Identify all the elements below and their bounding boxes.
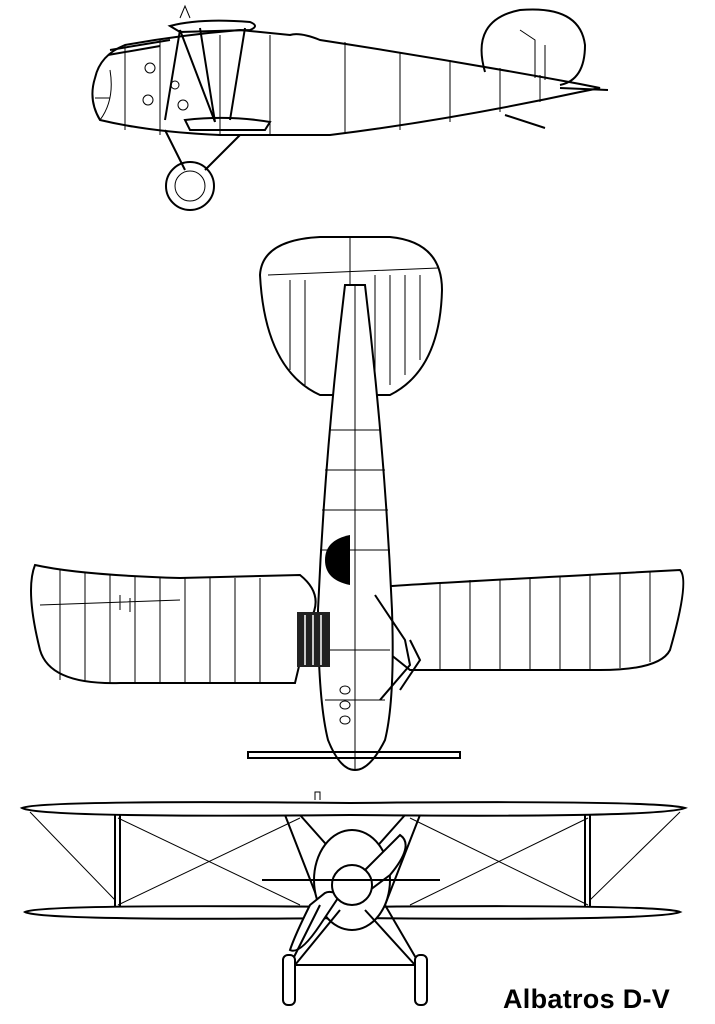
drawing-caption: Albatros D-V (503, 984, 671, 1014)
side-view (91, 4, 609, 211)
side-tail-fin (480, 8, 587, 86)
front-spinner (331, 864, 373, 906)
top-cockpit-opening (325, 535, 350, 585)
front-bracing-wires (29, 811, 681, 906)
top-upper-wing-right (378, 568, 685, 671)
side-lower-wing (183, 116, 272, 131)
front-interplane-struts (114, 815, 591, 907)
top-upper-wing (30, 563, 317, 685)
side-fuselage (91, 28, 601, 136)
side-struts (164, 27, 246, 123)
side-tailskid (504, 87, 609, 129)
front-landing-gear (289, 904, 421, 966)
front-cabane-struts (284, 814, 421, 906)
side-upper-wing (167, 19, 256, 34)
side-wheel (165, 161, 215, 211)
top-lower-wing (247, 751, 461, 759)
top-exhaust-gun (374, 594, 422, 701)
front-wheel-right (414, 954, 428, 1006)
front-upper-wing (19, 801, 688, 817)
front-wheel-left (282, 954, 296, 1006)
top-view (30, 236, 685, 772)
side-guns (107, 39, 171, 56)
front-view (19, 791, 688, 1006)
